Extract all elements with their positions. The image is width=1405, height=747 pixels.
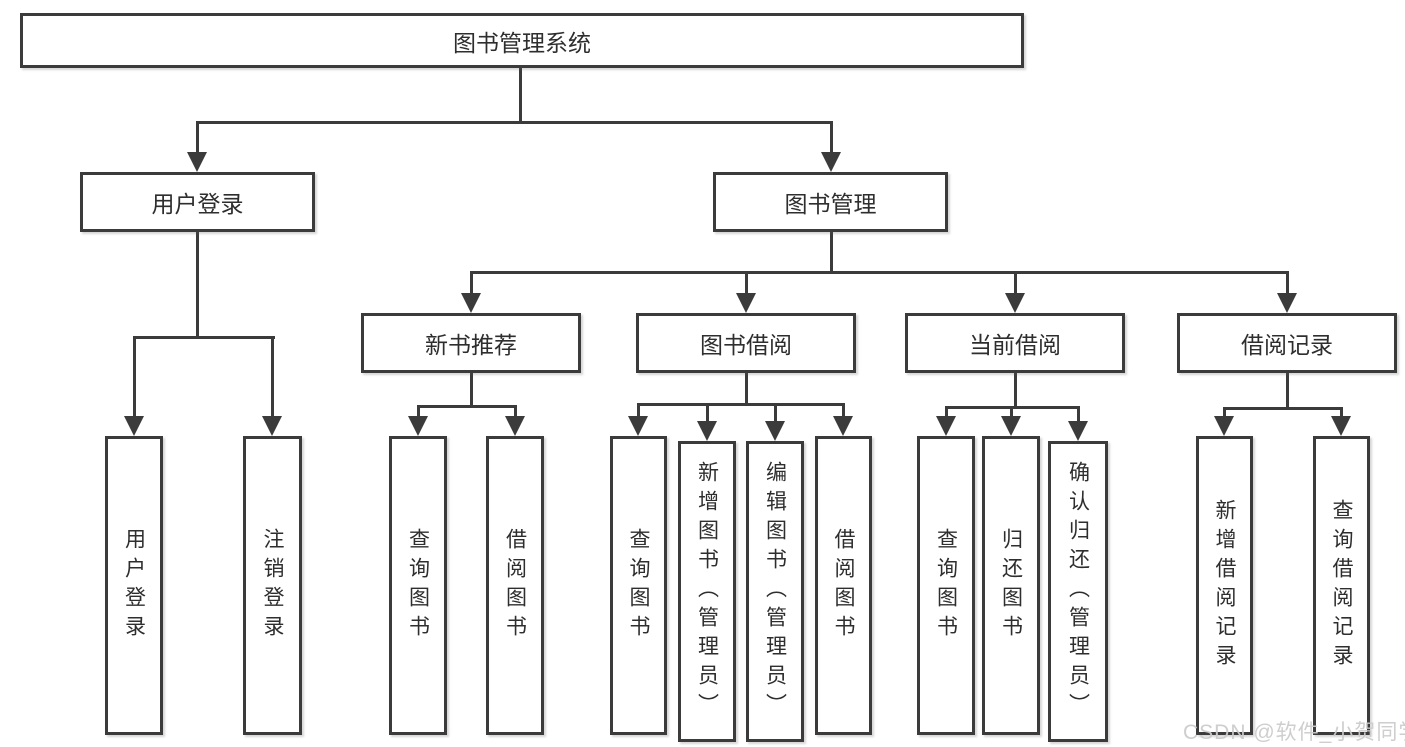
- leaf-user-login-label: 用户登录: [122, 527, 146, 644]
- connector-stem-leaf: [1009, 406, 1013, 418]
- node-current-borrowing-label: 当前借阅: [969, 332, 1061, 358]
- connector-split: [636, 403, 845, 406]
- node-book-borrowing-label: 图书借阅: [700, 332, 792, 358]
- leaf-query-books-current: 查询图书: [917, 436, 975, 735]
- connector-stem-user-login: [195, 121, 199, 155]
- connector-level3-split: [469, 271, 1289, 274]
- node-book-management-label: 图书管理: [784, 191, 877, 217]
- leaf-label: 借阅图书: [503, 527, 527, 644]
- connector-book-mgmt-trunk: [829, 232, 833, 271]
- arrow-down-icon: [1277, 293, 1297, 313]
- connector-trunk: [1013, 373, 1017, 406]
- connector-stem-leaf: [1222, 407, 1226, 418]
- connector-stem-leaf: [270, 336, 274, 418]
- connector-stem-borrow-records: [1285, 271, 1289, 296]
- node-book-management-system-label: 图书管理系统: [453, 29, 591, 56]
- connector-stem-leaf: [773, 403, 777, 423]
- leaf-query-books-recommend: 查询图书: [389, 436, 447, 735]
- connector-stem-leaf: [416, 405, 420, 418]
- arrow-down-icon: [262, 416, 282, 436]
- leaf-query-books-borrow: 查询图书: [610, 436, 667, 735]
- connector-stem-book-borrow: [744, 271, 748, 296]
- node-borrowing-records-label: 借阅记录: [1241, 332, 1333, 358]
- node-user-login-label: 用户登录: [151, 191, 244, 217]
- connector-stem-book-mgmt: [829, 121, 833, 155]
- leaf-user-login: 用户登录: [105, 436, 163, 735]
- arrow-down-icon: [765, 421, 785, 441]
- connector-level2-split: [195, 121, 833, 124]
- connector-stem-leaf: [636, 403, 640, 418]
- connector-stem-leaf: [944, 406, 948, 418]
- arrow-down-icon: [408, 416, 428, 436]
- leaf-label: 归还图书: [999, 527, 1023, 644]
- node-book-management: 图书管理: [713, 172, 948, 232]
- connector-stem-leaf: [1339, 407, 1343, 418]
- arrow-down-icon: [697, 421, 717, 441]
- arrow-down-icon: [505, 416, 525, 436]
- leaf-logout: 注销登录: [243, 436, 302, 735]
- node-new-book-recommend-label: 新书推荐: [425, 332, 517, 358]
- leaf-label: 借阅图书: [832, 527, 855, 644]
- connector-stem-leaf: [513, 405, 517, 418]
- arrow-down-icon: [833, 416, 853, 436]
- node-current-borrowing: 当前借阅: [905, 313, 1125, 373]
- leaf-borrow-books: 借阅图书: [815, 436, 872, 735]
- arrow-down-icon: [936, 416, 956, 436]
- node-new-book-recommend: 新书推荐: [361, 313, 581, 373]
- connector-user-login-trunk: [195, 232, 199, 336]
- leaf-label: 编辑图书（管理员）: [763, 461, 787, 722]
- leaf-add-borrow-record: 新增借阅记录: [1196, 436, 1253, 735]
- leaf-label: 查询图书: [406, 527, 430, 644]
- arrow-down-icon: [187, 152, 207, 172]
- arrow-down-icon: [1068, 421, 1088, 441]
- leaf-label: 新增图书（管理员）: [695, 461, 719, 722]
- arrow-down-icon: [1331, 416, 1351, 436]
- leaf-return-books: 归还图书: [982, 436, 1040, 735]
- connector-trunk: [744, 373, 748, 403]
- leaf-confirm-return-admin: 确认归还（管理员）: [1048, 441, 1108, 742]
- arrow-down-icon: [1001, 416, 1021, 436]
- leaf-borrow-books-recommend: 借阅图书: [486, 436, 544, 735]
- leaf-label: 查询借阅记录: [1330, 498, 1353, 673]
- node-book-borrowing: 图书借阅: [636, 313, 856, 373]
- connector-stem-leaf: [841, 403, 845, 418]
- node-book-management-system: 图书管理系统: [20, 13, 1024, 68]
- leaf-add-books-admin: 新增图书（管理员）: [678, 441, 736, 742]
- connector-stem-leaf: [1076, 406, 1080, 423]
- arrow-down-icon: [628, 416, 648, 436]
- leaf-logout-label: 注销登录: [261, 527, 284, 644]
- connector-stem-leaf: [705, 403, 709, 423]
- connector-user-login-split: [132, 336, 275, 339]
- connector-root-trunk: [518, 68, 522, 121]
- arrow-down-icon: [124, 416, 144, 436]
- connector-stem-current-borrow: [1013, 271, 1017, 296]
- node-user-login: 用户登录: [80, 172, 315, 232]
- leaf-edit-books-admin: 编辑图书（管理员）: [746, 441, 804, 742]
- connector-stem-leaf: [132, 336, 136, 418]
- leaf-query-borrow-record: 查询借阅记录: [1313, 436, 1370, 735]
- node-borrowing-records: 借阅记录: [1177, 313, 1397, 373]
- leaf-label: 确认归还（管理员）: [1066, 461, 1090, 722]
- arrow-down-icon: [736, 293, 756, 313]
- arrow-down-icon: [1005, 293, 1025, 313]
- connector-trunk: [1285, 373, 1289, 407]
- arrow-down-icon: [1214, 416, 1234, 436]
- connector-stem-new-book: [469, 271, 473, 296]
- connector-split: [416, 405, 517, 408]
- leaf-label: 查询图书: [934, 527, 958, 644]
- leaf-label: 查询图书: [627, 527, 650, 644]
- arrow-down-icon: [821, 152, 841, 172]
- connector-trunk: [469, 373, 473, 405]
- connector-split: [1222, 407, 1343, 410]
- watermark: CSDN @软件_小贺同学: [1183, 721, 1405, 744]
- arrow-down-icon: [461, 293, 481, 313]
- leaf-label: 新增借阅记录: [1213, 498, 1236, 673]
